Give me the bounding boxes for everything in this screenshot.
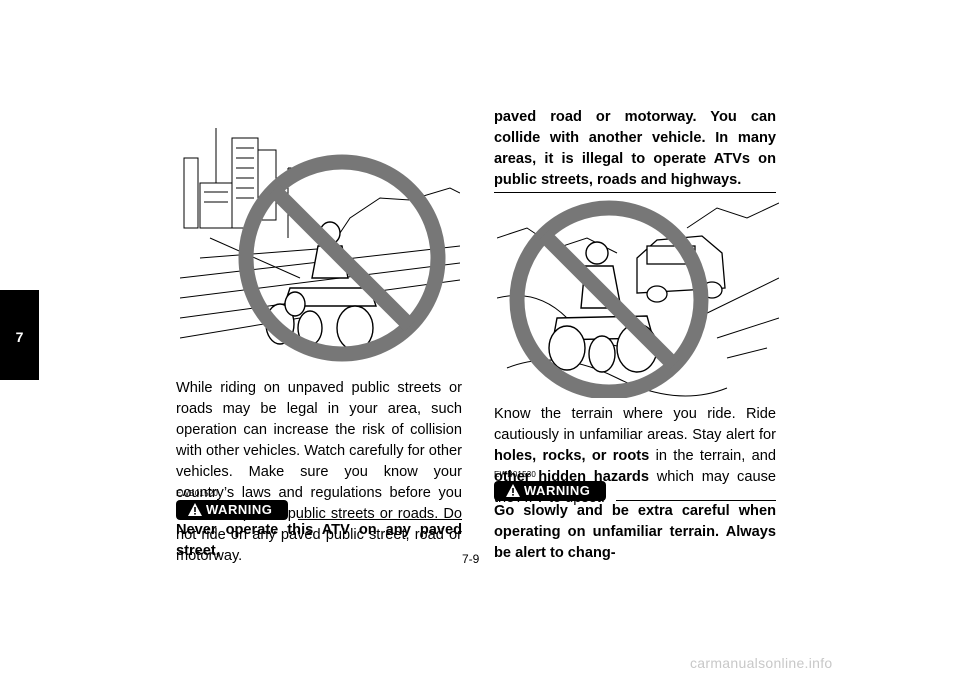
warning-badge: WARNING: [176, 500, 288, 520]
prohibition-circle-icon: [238, 154, 446, 362]
warning-code-right: EWB01530: [494, 470, 537, 479]
left-paragraph-text: While riding on unpaved public streets o…: [176, 380, 462, 564]
warning-text-right-content: Go slowly and be extra careful when oper…: [494, 503, 776, 561]
warning-badge: WARNING: [494, 481, 606, 501]
prohibition-circle-icon: [509, 200, 709, 398]
terrain-car-illustration: [497, 200, 779, 398]
terrain-paragraph: Know the terrain where you ride. Ride ca…: [494, 404, 776, 509]
warning-label: WARNING: [206, 502, 273, 517]
warning-header-right: WARNING: [494, 481, 776, 503]
warning-rule: [616, 500, 776, 501]
continued-warning-content: paved road or motorway. You can collide …: [494, 109, 776, 188]
chapter-number: 7: [15, 329, 24, 345]
warning-label: WARNING: [524, 483, 591, 498]
continued-warning-text: paved road or motorway. You can collide …: [494, 107, 776, 191]
terrain-mid: in the terrain, and: [649, 448, 776, 464]
chapter-tab: 7: [0, 290, 39, 380]
warning-triangle-icon: [188, 503, 202, 516]
paved-street-illustration: [180, 128, 460, 362]
warning-text-right: Go slowly and be extra careful when oper…: [494, 501, 776, 564]
warning-header-left: WARNING: [176, 500, 462, 522]
warning-text-left-content: Never operate this ATV on any paved stre…: [176, 522, 462, 559]
warning-code-left: EWB01520: [176, 489, 219, 498]
watermark: carmanualsonline.info: [690, 655, 833, 671]
warning-triangle-icon: [506, 484, 520, 497]
terrain-paragraph-text: Know the terrain where you ride. Ride ca…: [494, 404, 776, 509]
warning-end-rule: [494, 192, 776, 193]
terrain-bold-hazards: holes, rocks, or roots: [494, 448, 650, 464]
page-number: 7-9: [462, 552, 480, 566]
terrain-intro: Know the terrain where you ride. Ride ca…: [494, 406, 776, 443]
left-paragraph: While riding on unpaved public streets o…: [176, 378, 462, 567]
warning-rule: [298, 519, 462, 520]
warning-text-left: Never operate this ATV on any paved stre…: [176, 520, 462, 562]
